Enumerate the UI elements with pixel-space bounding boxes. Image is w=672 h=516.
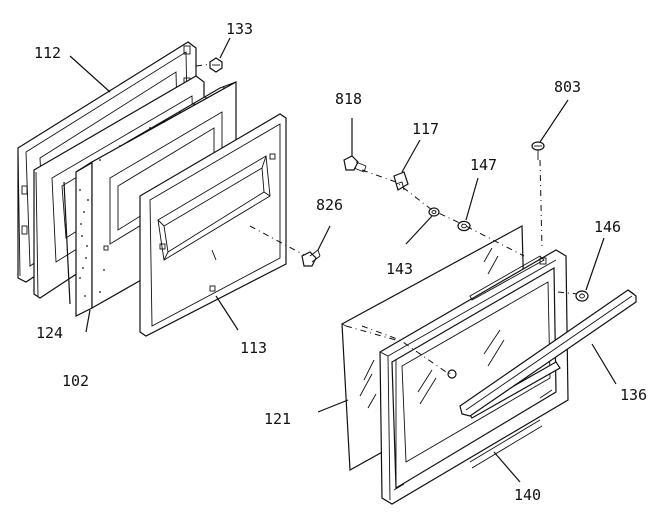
callout-146: 146	[594, 218, 621, 236]
screw-818	[343, 155, 367, 173]
callout-102: 102	[62, 372, 89, 390]
callout-121: 121	[264, 410, 291, 428]
screw-826	[249, 225, 321, 267]
callout-112: 112	[34, 44, 61, 62]
washer-146	[557, 290, 589, 302]
callout-117: 117	[412, 120, 439, 138]
assembly-lines	[345, 159, 543, 375]
callout-124: 124	[36, 324, 63, 342]
washer-147	[457, 220, 471, 232]
leader-lines	[63, 37, 617, 483]
callout-140: 140	[514, 486, 541, 504]
part-113-outer-panel	[139, 113, 287, 337]
callout-143: 143	[386, 260, 413, 278]
screw-803	[531, 141, 545, 160]
callout-147: 147	[470, 156, 497, 174]
part-136-handle-trim	[459, 289, 637, 417]
part-140-frame	[379, 249, 569, 505]
screw-133	[195, 57, 223, 73]
callout-803: 803	[554, 78, 581, 96]
callout-826: 826	[316, 196, 343, 214]
clip-117	[393, 171, 409, 191]
callout-136: 136	[620, 386, 647, 404]
liner-texture	[79, 87, 225, 297]
callout-133: 133	[226, 20, 253, 38]
callout-113: 113	[240, 339, 267, 357]
washer-143	[428, 207, 440, 217]
callout-818: 818	[335, 90, 362, 108]
